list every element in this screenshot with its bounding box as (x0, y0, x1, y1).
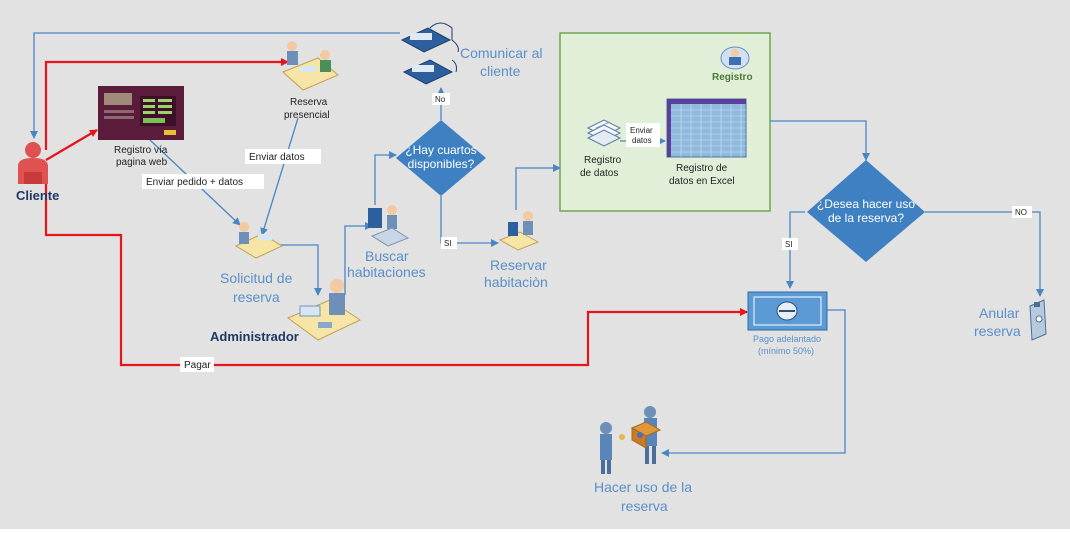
flow-walkin-to-request (260, 117, 299, 236)
svg-text:No: No (435, 95, 446, 104)
edge-label-yes-upper: SI (441, 237, 457, 249)
web-registration-label-2: pagina web (116, 157, 168, 168)
flow-group-to-decision2 (770, 120, 870, 161)
flow-client-to-web (45, 129, 98, 161)
payment-label-2: (mínimo 50%) (758, 346, 814, 356)
web-registration-label-1: Registro vía (114, 145, 168, 156)
request-label-1: Solicitud de (220, 270, 293, 286)
edge-label-yes-right: SI (782, 238, 798, 250)
telephone-icon-bottom (402, 59, 457, 85)
reserve-room-label-2: habitaciòn (484, 274, 548, 290)
search-computer-icon (368, 205, 410, 247)
reserve-room-label-1: Reservar (490, 257, 547, 273)
svg-text:¿Hay cuartos: ¿Hay cuartos (405, 143, 476, 157)
request-label-2: reserva (233, 289, 280, 305)
admin-desk-icon (286, 279, 362, 341)
svg-text:disponibles?: disponibles? (408, 157, 475, 171)
register-data-label-1: Registro (584, 155, 622, 166)
client-label: Cliente (16, 188, 59, 203)
excel-sheet-icon (666, 98, 747, 158)
flow-client-to-walkin (44, 58, 289, 150)
flow-decision2-no-to-cancel (925, 211, 1044, 297)
svg-text:¿Desea hacer uso: ¿Desea hacer uso (817, 197, 915, 211)
reserve-computer-icon (498, 211, 540, 251)
svg-text:Enviar datos: Enviar datos (249, 152, 305, 163)
blue-flows (30, 32, 1044, 457)
flow-notify-to-client (30, 32, 400, 139)
walkin-label-2: presencial (284, 110, 330, 121)
svg-text:SI: SI (785, 240, 793, 249)
decision-use-reservation: ¿Desea hacer uso de la reserva? (807, 160, 925, 262)
decision-rooms-available: ¿Hay cuartos disponibles? (396, 120, 486, 196)
svg-text:SI: SI (444, 239, 452, 248)
edge-label-send-data-small: Enviar datos (626, 123, 660, 147)
flow-decision2-yes-to-payment (786, 211, 805, 289)
notify-label-2: cliente (480, 63, 521, 79)
registro-group-title: Registro (712, 72, 753, 83)
use-reservation-label-2: reserva (621, 498, 668, 514)
svg-text:Enviar: Enviar (630, 126, 653, 135)
telephone-icon-top (400, 22, 459, 53)
cancel-label-2: reserva (974, 323, 1021, 339)
payment-label-1: Pago adelantado (753, 334, 821, 344)
excel-label-2: datos en Excel (669, 176, 735, 187)
svg-text:datos: datos (632, 136, 652, 145)
flow-admin-to-search (344, 222, 373, 295)
use-reservation-label-1: Hacer uso de la (594, 479, 692, 495)
edge-label-no-upper: No (432, 93, 450, 105)
edge-label-pay: Pagar (180, 357, 214, 372)
edge-label-no-right: NO (1012, 206, 1032, 218)
svg-text:Enviar pedido + datos: Enviar pedido + datos (146, 177, 243, 188)
excel-label-1: Registro de (676, 163, 728, 174)
walkin-label-1: Reserva (290, 97, 328, 108)
payment-icon (747, 291, 828, 331)
svg-text:Pagar: Pagar (184, 360, 211, 371)
flow-reserve-to-register (515, 164, 561, 210)
svg-text:de la reserva?: de la reserva? (828, 211, 904, 225)
admin-label: Administrador (210, 329, 299, 344)
cancel-label-1: Anular (979, 305, 1020, 321)
flow-client-to-payment (44, 182, 748, 367)
search-label-1: Buscar (365, 248, 409, 264)
flow-search-to-decision (374, 151, 397, 205)
red-flows (44, 58, 748, 367)
search-label-2: habitaciones (347, 264, 426, 280)
cancel-clipboard-icon (1029, 299, 1047, 341)
request-desk-icon (234, 222, 284, 259)
client-actor-icon (18, 142, 48, 184)
register-data-label-2: de datos (580, 168, 618, 179)
flow-decision-yes-to-reserve (440, 196, 499, 247)
walkin-desk-icon (282, 41, 339, 91)
flow-payment-to-use (661, 309, 846, 457)
edge-label-send-data: Enviar datos (245, 149, 321, 164)
svg-text:NO: NO (1015, 208, 1027, 217)
handover-people-icon (600, 406, 662, 474)
notify-label-1: Comunicar al (460, 45, 542, 61)
web-page-thumbnail (98, 86, 184, 140)
documents-icon (586, 119, 622, 147)
registro-group-icon (720, 46, 750, 70)
edge-label-send-order: Enviar pedido + datos (142, 174, 264, 189)
